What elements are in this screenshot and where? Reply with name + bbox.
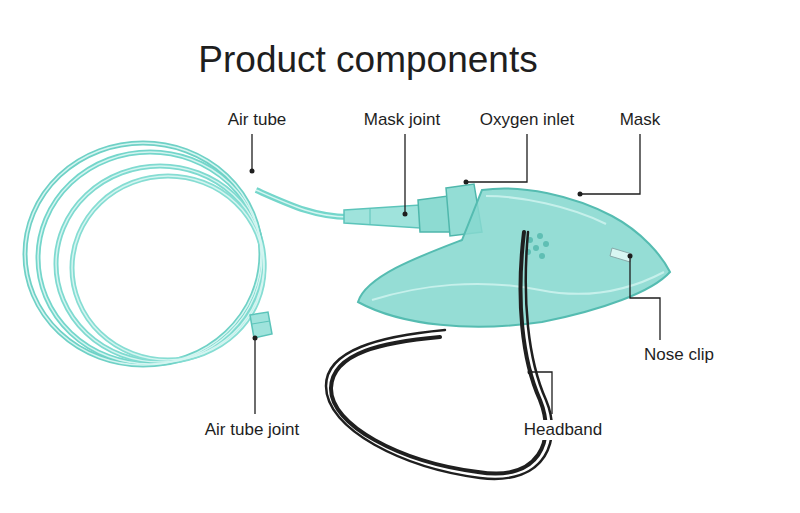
title: Product components	[198, 40, 537, 81]
part-label: Headband	[522, 420, 604, 441]
part-label: Mask	[618, 110, 663, 131]
tube-coil	[25, 143, 348, 365]
part-label: Oxygen inlet	[478, 110, 577, 131]
part-label: Air tube joint	[203, 420, 302, 441]
air-tube-joint	[250, 312, 272, 338]
part-label: Nose clip	[642, 345, 716, 366]
mask-joint	[344, 184, 482, 236]
leader-lines	[252, 134, 660, 414]
part-label: Mask joint	[362, 110, 443, 131]
part-label: Air tube	[226, 110, 289, 131]
leader-dots	[250, 169, 633, 375]
headband	[326, 232, 552, 479]
